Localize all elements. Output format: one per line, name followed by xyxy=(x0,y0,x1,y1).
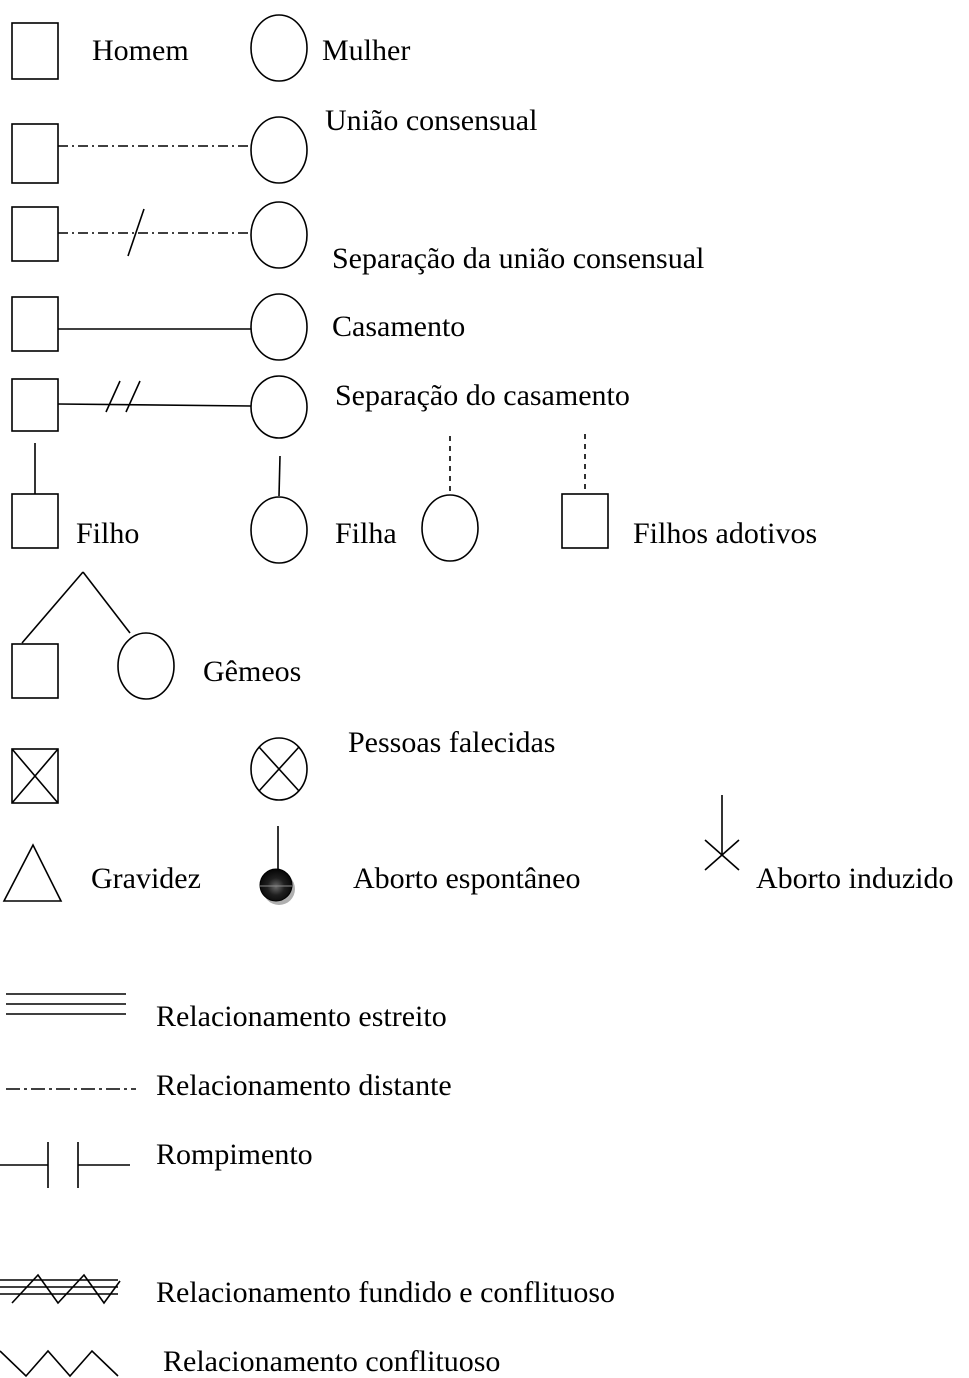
label-pessoas-falecidas: Pessoas falecidas xyxy=(348,726,555,759)
conflictual-relationship-zigzag xyxy=(0,1349,119,1378)
label-gemeos: Gêmeos xyxy=(203,655,301,688)
close-relationship-lines xyxy=(6,993,126,1015)
deceased-female-symbol xyxy=(250,737,308,801)
label-filhos-adotivos: Filhos adotivos xyxy=(633,517,817,550)
label-relacionamento-conflituoso: Relacionamento conflituoso xyxy=(163,1345,500,1378)
label-separacao-uniao: Separação da união consensual xyxy=(332,242,704,275)
spontaneous-abortion-symbol xyxy=(259,826,295,905)
son-symbol xyxy=(11,443,59,549)
label-aborto-induzido: Aborto induzido xyxy=(756,862,953,895)
male-square-symbol xyxy=(11,22,59,80)
twins-symbol xyxy=(11,571,175,700)
label-relacionamento-distante: Relacionamento distante xyxy=(156,1069,452,1102)
label-filho: Filho xyxy=(76,517,139,550)
cutoff-relationship-symbol xyxy=(0,1142,130,1188)
deceased-male-symbol xyxy=(11,748,59,804)
label-rompimento: Rompimento xyxy=(156,1138,313,1171)
marriage-separation-symbol xyxy=(11,375,308,439)
label-homem: Homem xyxy=(92,34,189,67)
label-mulher: Mulher xyxy=(322,34,410,67)
label-casamento: Casamento xyxy=(332,310,465,343)
label-uniao-consensual: União consensual xyxy=(325,104,537,137)
label-filha: Filha xyxy=(335,517,397,550)
consensual-union-separation-symbol xyxy=(11,201,308,269)
label-relacionamento-fundido-conflituoso: Relacionamento fundido e conflituoso xyxy=(156,1276,615,1309)
induced-abortion-symbol xyxy=(704,795,740,871)
adopted-son-symbol xyxy=(561,434,609,549)
label-relacionamento-estreito: Relacionamento estreito xyxy=(156,1000,447,1033)
label-separacao-casamento: Separação do casamento xyxy=(335,379,630,412)
female-circle-symbol xyxy=(250,14,308,82)
adopted-daughter-symbol xyxy=(421,436,479,562)
fused-conflictual-relationship-symbol xyxy=(0,1273,121,1305)
daughter-symbol xyxy=(250,455,308,564)
consensual-union-symbol xyxy=(11,116,308,184)
label-aborto-espontaneo: Aborto espontâneo xyxy=(353,862,580,895)
marriage-symbol xyxy=(11,293,308,361)
label-gravidez: Gravidez xyxy=(91,862,201,895)
pregnancy-triangle-symbol xyxy=(2,843,63,902)
